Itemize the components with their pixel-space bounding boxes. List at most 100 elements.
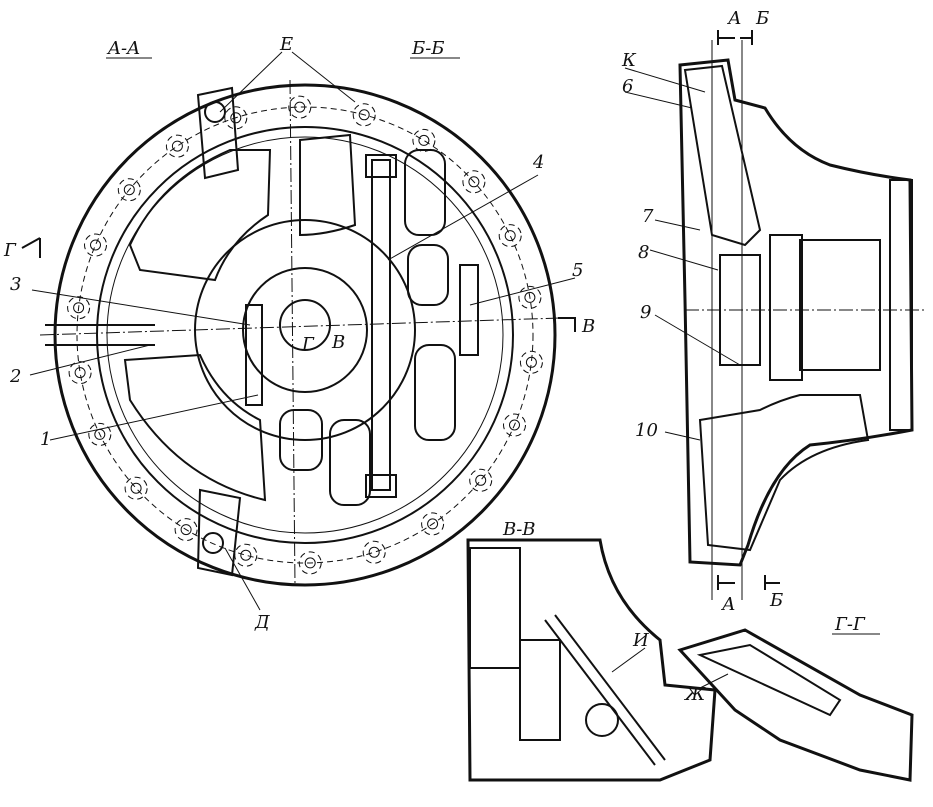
bolt-5: [459, 264, 479, 356]
bolt-hole-outline: [498, 224, 522, 248]
callout-d: Д: [254, 612, 270, 633]
center-hole: [279, 299, 331, 351]
side-flange: [889, 179, 913, 431]
bolt-hole: [180, 524, 192, 536]
callout-e: Е: [279, 34, 293, 55]
slot-right: [407, 244, 449, 306]
bolt-hole: [240, 549, 252, 561]
cut-mark-b-bottom: Б: [769, 590, 783, 611]
callout-4: 4: [532, 152, 544, 173]
top-window: [299, 133, 357, 237]
cut-mark-v-right: В: [581, 316, 595, 337]
bolt-1: [245, 304, 263, 406]
labels: A-A Б-Б В-В Г-Г Е Д И Ж К 1 2 3 4 5 6 7 …: [3, 8, 880, 705]
bolt-hole-outline: [503, 413, 526, 437]
bolt-hole: [90, 239, 101, 251]
vv-hole: [585, 703, 619, 737]
slot-lower-right: [414, 344, 456, 441]
slot-upper-right: [404, 149, 446, 236]
spoke-top-left: [196, 86, 240, 180]
bolt-hole: [368, 546, 380, 558]
cut-mark-g-center: Г: [301, 334, 315, 355]
bolt-hole-outline: [67, 296, 91, 320]
callout-2: 2: [9, 366, 21, 387]
slot-bottom: [329, 419, 371, 506]
bolt-4-head-bottom: [365, 474, 397, 498]
section-label-bb: Б-Б: [411, 38, 445, 59]
cut-mark-a-bottom: А: [720, 594, 736, 615]
through-bolt-4: [371, 159, 391, 491]
bolt-hole: [230, 112, 242, 124]
bolt-hole: [427, 518, 439, 530]
callout-zh: Ж: [683, 684, 706, 705]
callout-8: 8: [638, 242, 649, 263]
section-vv: [466, 538, 717, 782]
section-label-vv: В-В: [502, 519, 536, 540]
center-line-vertical: [289, 79, 296, 586]
vv-cavity-2: [519, 639, 561, 741]
center-line-horizontal: [39, 317, 561, 336]
cap-bottom: [279, 409, 323, 471]
bolt-hole: [358, 109, 370, 121]
callout-6: 6: [622, 76, 633, 97]
vv-cavity: [469, 547, 521, 669]
bolt-hole-outline: [68, 361, 92, 385]
front-view: [21, 51, 576, 611]
bolt-hole-outline: [234, 543, 258, 567]
callout-i: И: [632, 630, 649, 651]
bolt-hole-outline: [174, 518, 198, 542]
bolt-hole: [130, 482, 142, 494]
side-bore: [799, 239, 881, 371]
section-label-gg: Г-Г: [834, 614, 866, 635]
bolt-hole-outline: [519, 350, 543, 374]
left-window-upper: [128, 149, 272, 282]
section-label-aa: A-A: [106, 38, 140, 59]
bolt-hole: [509, 419, 520, 431]
bolt-hole: [304, 557, 316, 569]
bolt-hole: [468, 176, 480, 188]
bolt-hole-outline: [469, 468, 493, 492]
bolt-hole: [418, 134, 430, 146]
cut-mark-a-top: А: [726, 8, 742, 29]
callout-3: 3: [10, 274, 21, 295]
cut-mark-g-left: Г: [3, 240, 17, 261]
bolt-hole-outline: [421, 512, 445, 536]
side-bore-hatch: [769, 234, 803, 381]
bolt-hole-outline: [288, 95, 312, 119]
bolt-hole: [504, 230, 516, 242]
side-section: [624, 30, 925, 600]
bolt-hole: [73, 302, 85, 314]
bolt-4-head-top: [365, 154, 397, 178]
bolt-hole-outline: [117, 178, 141, 202]
bolt-hole: [123, 184, 135, 196]
left-window-lower: [123, 353, 267, 502]
callout-7: 7: [642, 206, 654, 227]
inner-rim: [96, 126, 514, 544]
callout-1: 1: [40, 429, 51, 450]
cut-mark-b-top: Б: [755, 8, 769, 29]
plug-top: [204, 101, 226, 123]
side-body-outline: [678, 58, 914, 567]
bolt-hole-outline: [298, 551, 322, 575]
bolt-hole-outline: [124, 476, 148, 500]
callout-5: 5: [572, 260, 583, 281]
gg-channel: [696, 643, 842, 717]
plug-bottom: [202, 532, 224, 554]
bolt-hole-outline: [352, 103, 376, 127]
gg-outline: [677, 628, 914, 782]
bolt-hole: [294, 101, 306, 113]
side-body-hatch-upper: [683, 64, 762, 247]
section-gg: [677, 628, 914, 782]
bolt-hole-outline: [165, 134, 189, 158]
callout-9: 9: [640, 302, 651, 323]
bolt-hole: [475, 474, 487, 486]
outer-rim: [53, 83, 557, 587]
inner-rim-2: [106, 136, 504, 534]
bolt-hole-outline: [412, 128, 436, 152]
vv-outline: [466, 538, 717, 782]
bolt-hole-outline: [84, 233, 107, 257]
bolt-hole: [171, 140, 183, 152]
cut-mark-v-center: В: [331, 332, 345, 353]
bolt-hole: [524, 291, 536, 303]
bolt-hole-outline: [88, 422, 112, 446]
